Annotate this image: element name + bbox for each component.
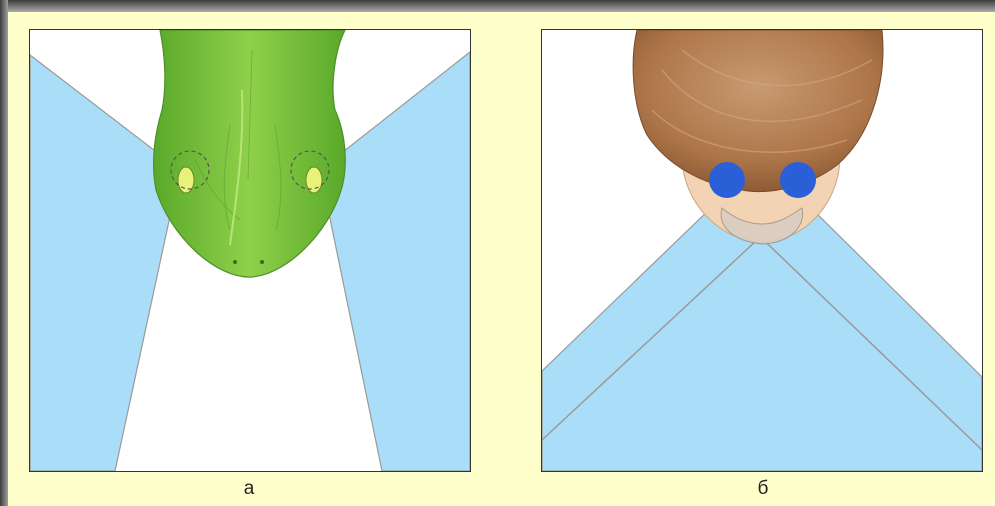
human-left-eye-icon [709,162,745,198]
snake-left-nostril [233,260,237,264]
snake-vision-panel [29,29,471,472]
snake-left-eye-icon [178,167,194,193]
snake-right-visual-field [320,52,470,471]
snake-vision-diagram [30,30,470,471]
snake-right-nostril [260,260,264,264]
caption-a: а [219,478,279,500]
human-binocular-visual-field [542,205,982,471]
snake-left-visual-field [30,55,180,471]
human-vision-panel [541,29,983,472]
human-hair [633,30,883,192]
snake-head [154,30,346,277]
window-frame-left [0,0,8,506]
human-vision-diagram [542,30,982,471]
human-right-eye-icon [780,162,816,198]
caption-b: б [733,478,793,500]
